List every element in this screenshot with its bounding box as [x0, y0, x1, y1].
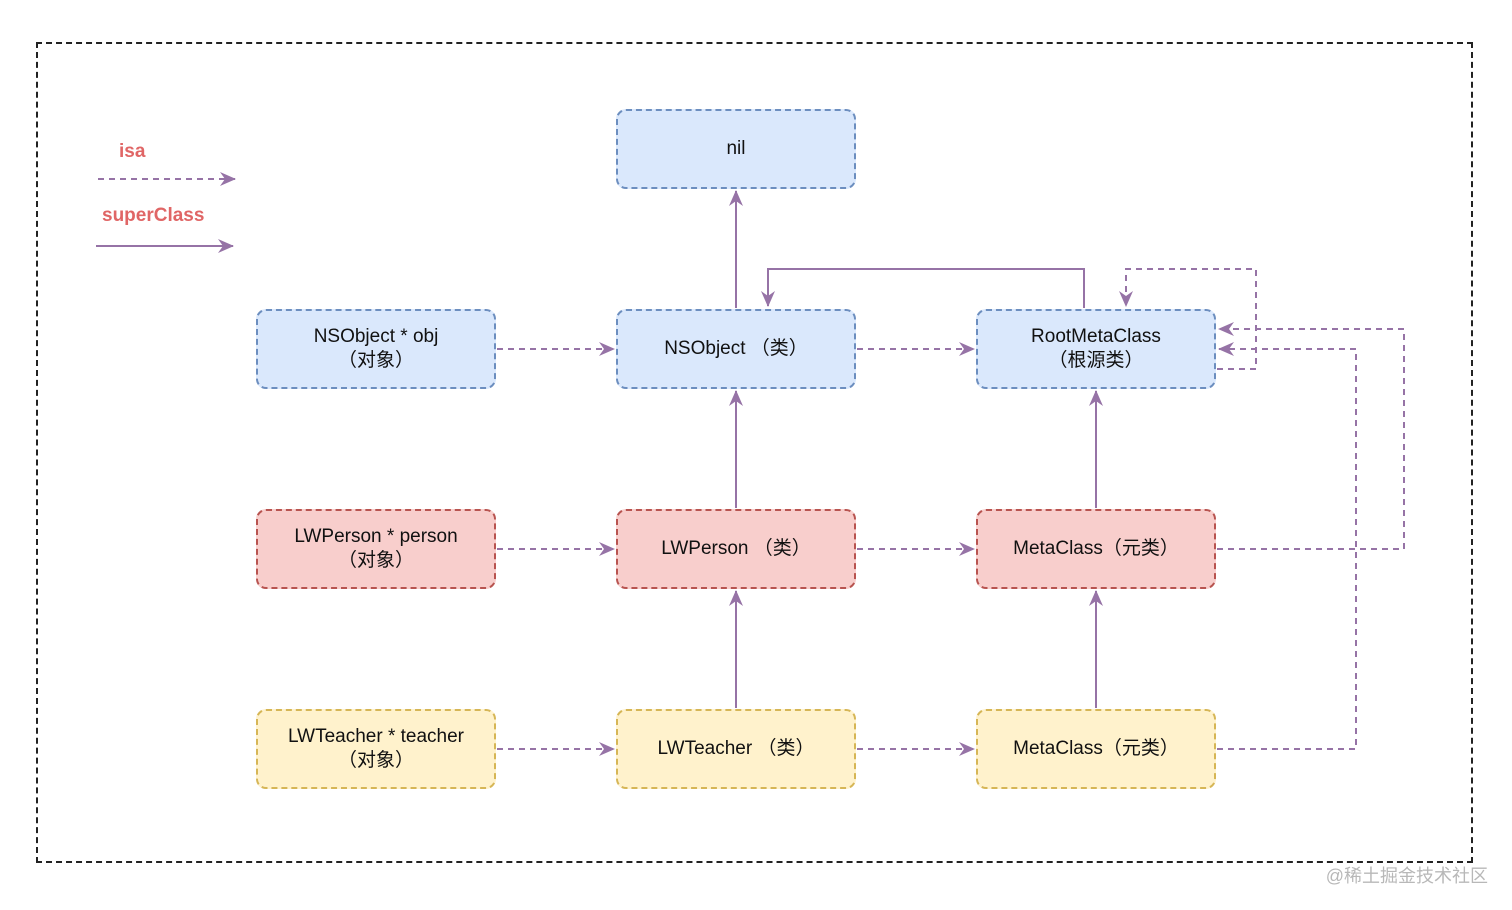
node-nsobject-class-label: NSObject （类） — [664, 338, 808, 359]
node-nsobject-object-line2: （对象） — [337, 350, 414, 371]
legend-superclass-label: superClass — [102, 205, 205, 226]
node-nil: nil — [616, 109, 856, 189]
node-nsobject-object: NSObject * obj （对象） — [256, 309, 496, 389]
node-lwperson-object-line1: LWPerson * person — [294, 526, 458, 547]
node-nsobject-object-line1: NSObject * obj — [313, 326, 439, 347]
node-lwteacher-class-label: LWTeacher （类） — [657, 738, 815, 759]
node-lwperson-class: LWPerson （类） — [616, 509, 856, 589]
legend-isa-label: isa — [119, 141, 146, 162]
node-lwperson-metaclass-label: MetaClass（元类） — [1013, 538, 1179, 559]
isa-rootmeta-self-loop — [1119, 268, 1257, 370]
node-lwteacher-class: LWTeacher （类） — [616, 709, 856, 789]
node-lwteacher-object: LWTeacher * teacher （对象） — [256, 709, 496, 789]
node-lwteacher-metaclass: MetaClass（元类） — [976, 709, 1216, 789]
superclass-rootmeta-to-nsobject — [761, 268, 1085, 308]
node-lwperson-object: LWPerson * person （对象） — [256, 509, 496, 589]
node-nsobject-class: NSObject （类） — [616, 309, 856, 389]
node-lwperson-metaclass: MetaClass（元类） — [976, 509, 1216, 589]
node-root-metaclass-line1: RootMetaClass — [1031, 326, 1161, 347]
node-nil-label: nil — [726, 138, 746, 159]
node-root-metaclass: RootMetaClass （根源类） — [976, 309, 1216, 389]
isa-teacher-meta-to-rootmeta — [1217, 342, 1357, 750]
node-lwteacher-object-line1: LWTeacher * teacher — [287, 726, 464, 747]
isa-person-meta-to-rootmeta — [1217, 322, 1405, 550]
node-lwteacher-object-line2: （对象） — [337, 750, 414, 771]
watermark: @稀土掘金技术社区 — [1325, 866, 1488, 886]
node-root-metaclass-line2: （根源类） — [1048, 350, 1144, 371]
diagram-frame — [36, 42, 1473, 863]
node-lwperson-object-line2: （对象） — [337, 550, 414, 571]
node-lwteacher-metaclass-label: MetaClass（元类） — [1013, 738, 1179, 759]
node-lwperson-class-label: LWPerson （类） — [661, 538, 811, 559]
